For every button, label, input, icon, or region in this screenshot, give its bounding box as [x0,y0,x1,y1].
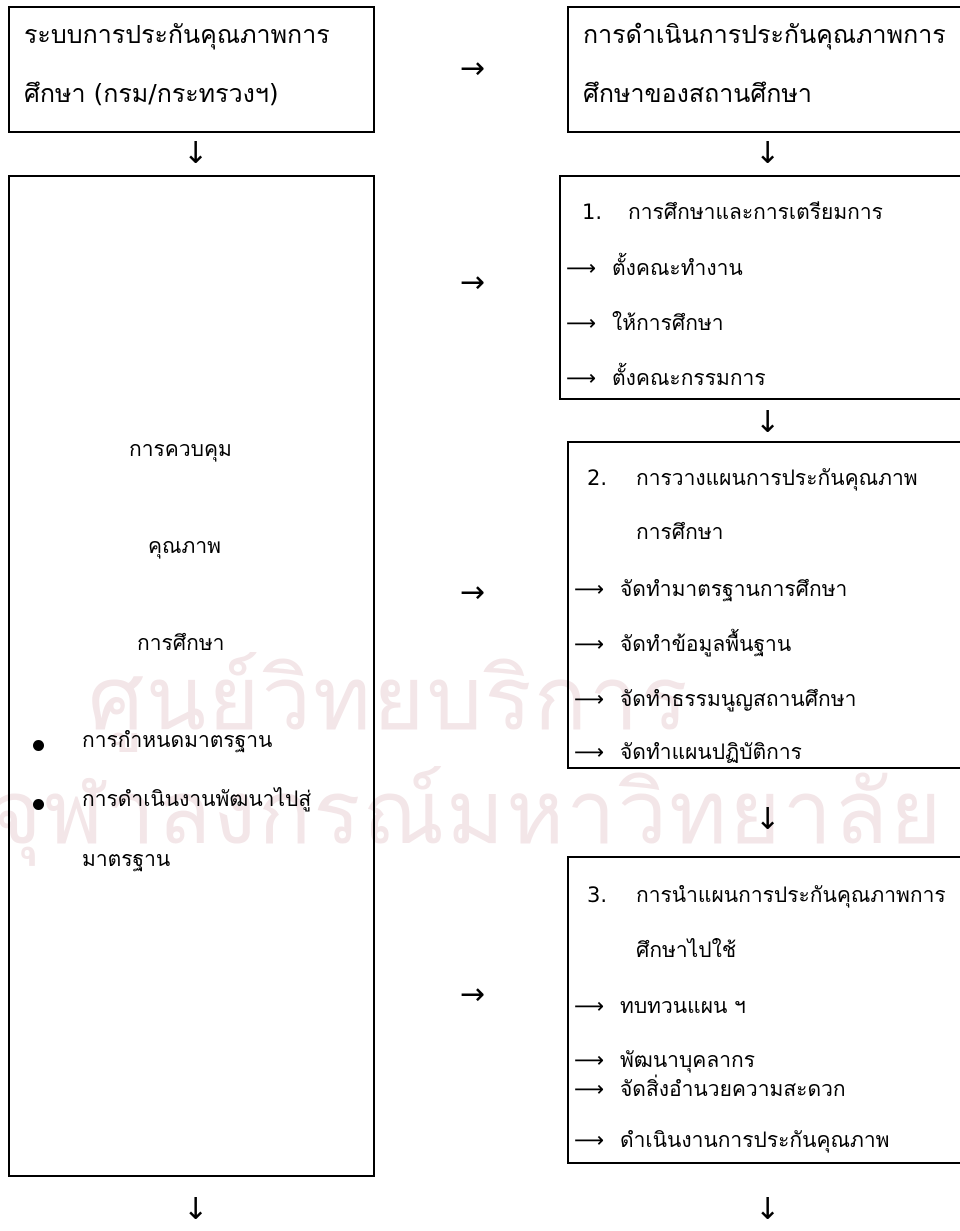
step-3-item: จัดสิ่งอำนวยความสะดวก [620,1077,846,1101]
small-right-arrow-icon: ⟶ [574,994,605,1018]
qa-system-title-line-2: ศึกษา (กรม/กระทรวงฯ) [24,79,279,108]
step-1-item: ให้การศึกษา [612,311,724,335]
small-right-arrow-icon: ⟶ [574,1077,605,1101]
down-arrow-icon: ↓ [755,136,781,171]
bullet-item-development-continued: มาตรฐาน [82,847,171,871]
step-2-item: จัดทำมาตรฐานการศึกษา [620,577,848,601]
right-arrow-icon: → [460,51,486,86]
step-3-box [567,856,960,1164]
down-arrow-icon: ↓ [183,1192,209,1227]
small-right-arrow-icon: ⟶ [574,577,605,601]
bullet-item-standards: การกำหนดมาตรฐาน [82,728,273,752]
qa-operation-title-line-1: การดำเนินการประกันคุณภาพการ [583,20,946,49]
step-1-item: ตั้งคณะกรรมการ [612,366,766,390]
qa-system-box [8,6,375,133]
step-3-item: ทบทวนแผน ฯ [620,994,746,1018]
down-arrow-icon: ↓ [183,136,209,171]
qa-operation-box [567,6,960,133]
small-right-arrow-icon: ⟶ [566,366,597,390]
quality-control-line-1: การควบคุม [129,437,232,461]
down-arrow-icon: ↓ [755,405,781,440]
small-right-arrow-icon: ⟶ [566,256,597,280]
qa-system-title-line-1: ระบบการประกันคุณภาพการ [24,20,330,49]
step-2-item: จัดทำข้อมูลพื้นฐาน [620,632,792,656]
step-3-title-line-2: ศึกษาไปใช้ [636,938,737,962]
down-arrow-icon: ↓ [755,802,781,837]
step-2-item: จัดทำธรรมนูญสถานศึกษา [620,687,857,711]
right-arrow-icon: → [460,575,486,610]
down-arrow-icon: ↓ [755,1192,781,1227]
small-right-arrow-icon: ⟶ [574,1128,605,1152]
step-2-title-line-1: การวางแผนการประกันคุณภาพ [636,466,918,490]
small-right-arrow-icon: ⟶ [574,1048,605,1072]
quality-control-box [8,175,375,1177]
step-3-item: พัฒนาบุคลากร [620,1048,755,1072]
step-3-number: 3. [587,883,608,907]
bullet-icon [33,740,44,751]
bullet-item-development: การดำเนินงานพัฒนาไปสู่ [82,787,312,811]
qa-operation-title-line-2: ศึกษาของสถานศึกษา [583,79,812,108]
step-2-item: จัดทำแผนปฏิบัติการ [620,740,802,764]
step-1-item: ตั้งคณะทำงาน [612,256,743,280]
small-right-arrow-icon: ⟶ [574,687,605,711]
small-right-arrow-icon: ⟶ [574,740,605,764]
step-1-title: การศึกษาและการเตรียมการ [628,200,883,224]
right-arrow-icon: → [460,977,486,1012]
quality-control-line-2: คุณภาพ [148,534,222,558]
step-2-title-line-2: การศึกษา [636,520,724,544]
right-arrow-icon: → [460,265,486,300]
small-right-arrow-icon: ⟶ [566,311,597,335]
step-3-title-line-1: การนำแผนการประกันคุณภาพการ [636,883,946,907]
step-1-number: 1. [582,200,603,224]
small-right-arrow-icon: ⟶ [574,632,605,656]
step-2-box [567,441,960,769]
step-2-number: 2. [587,466,608,490]
quality-control-line-3: การศึกษา [137,631,225,655]
step-1-box [559,175,960,400]
bullet-icon [33,799,44,810]
step-3-item: ดำเนินงานการประกันคุณภาพ [620,1128,890,1152]
